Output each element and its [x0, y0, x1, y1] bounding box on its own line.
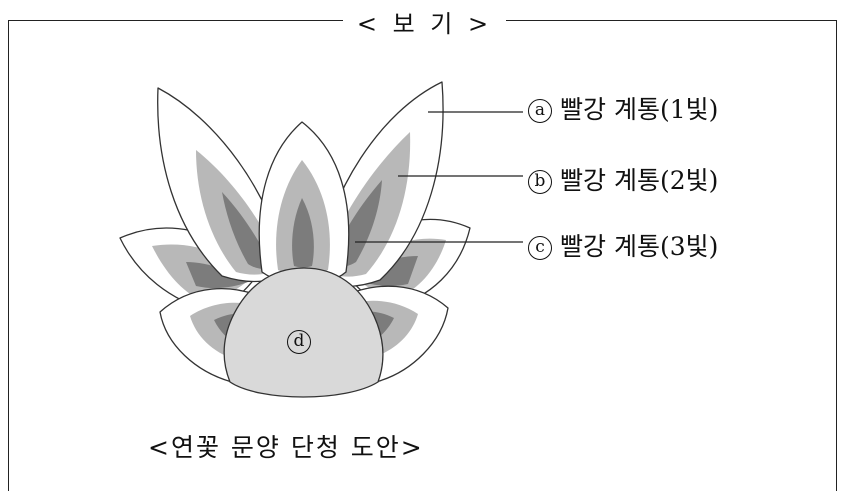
callout-b-mark: b	[528, 170, 552, 194]
callout-c: c 빨강 계통(3빛)	[528, 227, 718, 263]
petal-center-top-3bit	[292, 198, 314, 268]
callout-a-text: 빨강 계통(1빛)	[560, 95, 719, 124]
callout-c-text: 빨강 계통(3빛)	[560, 232, 719, 261]
example-box-title-text: < 보 기 >	[342, 10, 507, 38]
figure-caption: <연꽃 문양 단청 도안>	[148, 433, 424, 462]
callout-a: a 빨강 계통(1빛)	[528, 90, 718, 126]
callout-b: b 빨강 계통(2빛)	[528, 161, 718, 197]
petal-far-left-3bit	[186, 262, 248, 289]
example-box-title: < 보 기 >	[0, 4, 849, 39]
callout-c-mark: c	[528, 236, 552, 260]
callout-a-mark: a	[528, 99, 552, 123]
callout-b-text: 빨강 계통(2빛)	[560, 166, 719, 195]
center-mark-d: d	[287, 330, 311, 354]
lotus-pattern-drawing	[119, 81, 523, 398]
